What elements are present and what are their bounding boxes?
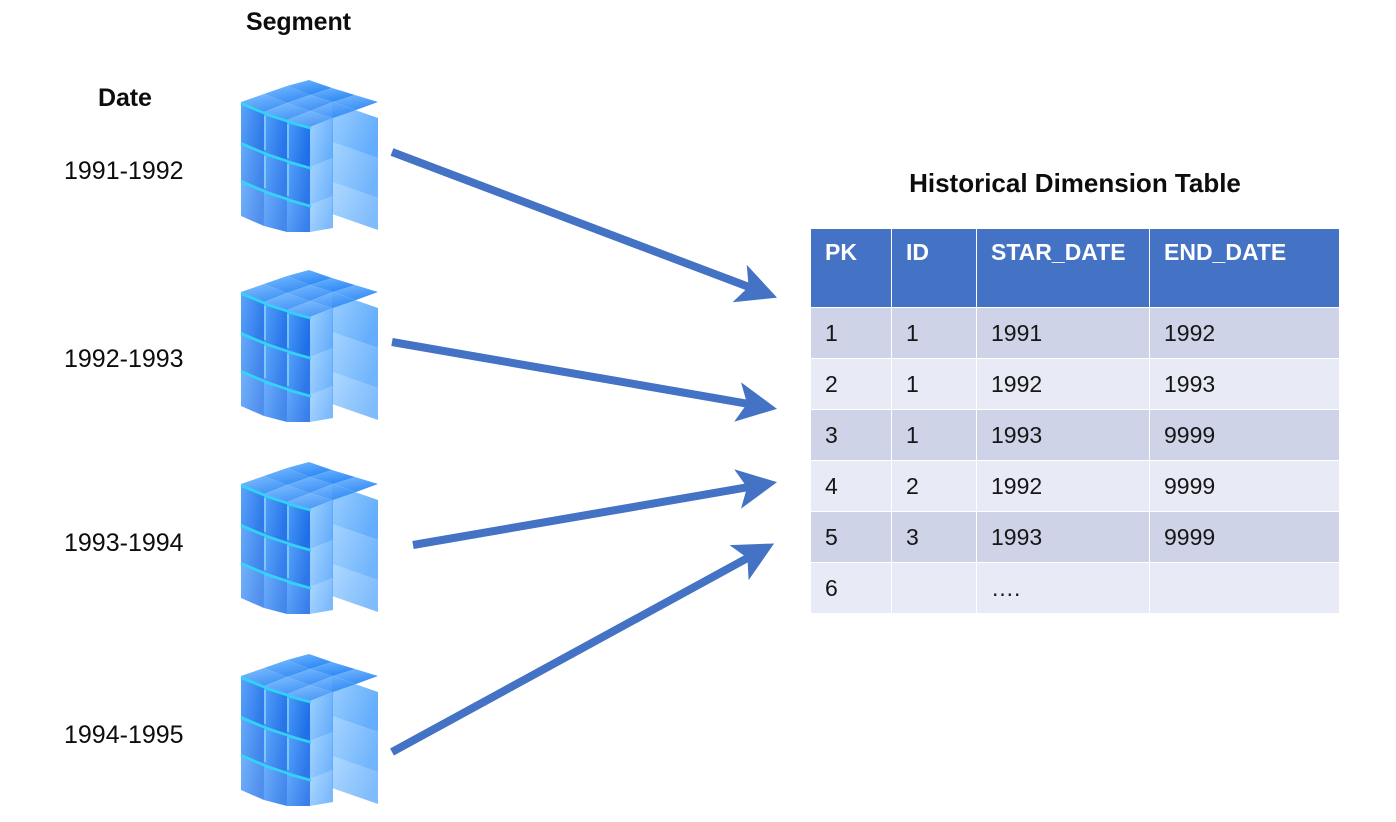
historical-dimension-table: PK ID STAR_DATE END_DATE 1 1 1991 1992 2… bbox=[810, 228, 1340, 614]
table-row[interactable]: 4 2 1992 9999 bbox=[811, 461, 1339, 511]
date-label-4: 1994-1995 bbox=[64, 721, 184, 749]
cell-id: 1 bbox=[892, 410, 976, 460]
cell-end-date: 9999 bbox=[1150, 410, 1339, 460]
cell-end-date bbox=[1150, 563, 1339, 613]
cube-icon bbox=[240, 80, 378, 232]
arrow-1993-1994-to-row-4 bbox=[412, 469, 778, 549]
table-row[interactable]: 3 1 1993 9999 bbox=[811, 410, 1339, 460]
cell-pk: 6 bbox=[811, 563, 891, 613]
cell-pk: 1 bbox=[811, 308, 891, 358]
date-label-3: 1993-1994 bbox=[64, 529, 184, 557]
date-label-1: 1991-1992 bbox=[64, 157, 184, 185]
cell-star-date: …. bbox=[977, 563, 1149, 613]
cell-star-date: 1991 bbox=[977, 308, 1149, 358]
cell-end-date: 1992 bbox=[1150, 308, 1339, 358]
cube-icon-1991-1992 bbox=[231, 80, 383, 232]
column-header-pk[interactable]: PK bbox=[811, 229, 891, 307]
table-row[interactable]: 2 1 1992 1993 bbox=[811, 359, 1339, 409]
cell-star-date: 1992 bbox=[977, 461, 1149, 511]
cube-icon bbox=[240, 654, 378, 806]
cell-end-date: 9999 bbox=[1150, 461, 1339, 511]
table-row[interactable]: 6 …. bbox=[811, 563, 1339, 613]
table-row[interactable]: 5 3 1993 9999 bbox=[811, 512, 1339, 562]
cell-pk: 4 bbox=[811, 461, 891, 511]
column-header-star-date[interactable]: STAR_DATE bbox=[977, 229, 1149, 307]
column-header-end-date[interactable]: END_DATE bbox=[1150, 229, 1339, 307]
cell-star-date: 1993 bbox=[977, 410, 1149, 460]
table-header: PK ID STAR_DATE END_DATE bbox=[811, 229, 1339, 307]
arrow-1991-1992-to-row-1 bbox=[390, 148, 778, 303]
cube-icon-1993-1994 bbox=[231, 462, 383, 614]
table-row[interactable]: 1 1 1991 1992 bbox=[811, 308, 1339, 358]
cube-icon-1992-1993 bbox=[231, 270, 383, 422]
arrow-1994-1995-to-row-5 bbox=[390, 543, 775, 756]
arrow-1992-1993-to-row-3 bbox=[391, 338, 778, 422]
cell-id bbox=[892, 563, 976, 613]
cell-pk: 3 bbox=[811, 410, 891, 460]
cell-id: 1 bbox=[892, 359, 976, 409]
cell-pk: 2 bbox=[811, 359, 891, 409]
cube-icon-1994-1995 bbox=[231, 654, 383, 806]
cell-end-date: 1993 bbox=[1150, 359, 1339, 409]
column-header-id[interactable]: ID bbox=[892, 229, 976, 307]
cube-icon bbox=[240, 270, 378, 422]
date-column-heading: Date bbox=[98, 84, 152, 112]
cell-end-date: 9999 bbox=[1150, 512, 1339, 562]
segment-column-heading: Segment bbox=[246, 8, 351, 36]
table-title: Historical Dimension Table bbox=[909, 168, 1241, 198]
cell-star-date: 1992 bbox=[977, 359, 1149, 409]
cell-id: 1 bbox=[892, 308, 976, 358]
date-label-2: 1992-1993 bbox=[64, 345, 184, 373]
cell-id: 3 bbox=[892, 512, 976, 562]
table-body: 1 1 1991 1992 2 1 1992 1993 3 1 1993 999… bbox=[811, 308, 1339, 613]
cell-id: 2 bbox=[892, 461, 976, 511]
cell-pk: 5 bbox=[811, 512, 891, 562]
cell-star-date: 1993 bbox=[977, 512, 1149, 562]
table-header-row: PK ID STAR_DATE END_DATE bbox=[811, 229, 1339, 307]
cube-icon bbox=[240, 462, 378, 614]
